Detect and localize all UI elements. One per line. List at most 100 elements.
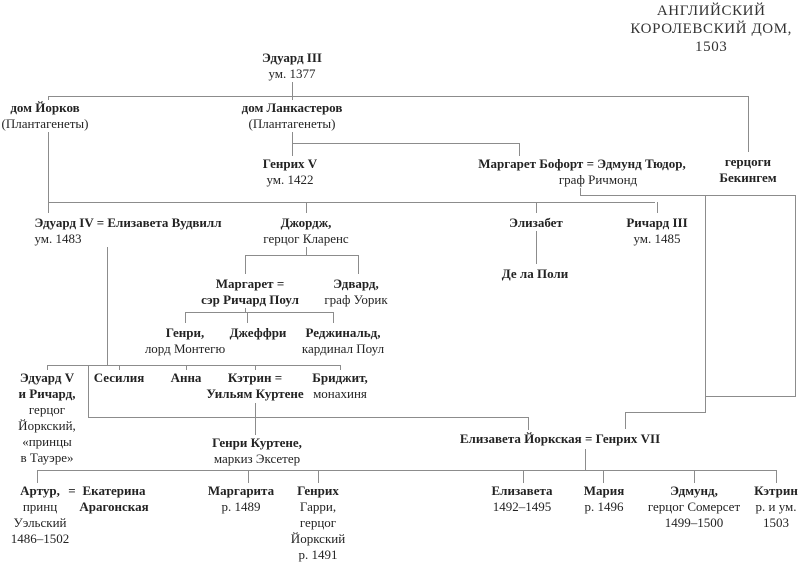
node-house-of-york-text: дом Йорков	[10, 100, 80, 115]
node-henry-lord-montagu-text: лорд Монтегю	[144, 341, 226, 356]
tree-line	[88, 417, 528, 418]
node-richard-iii-text: ум. 1485	[633, 231, 681, 246]
chart-title: АНГЛИЙСКИЙ КОРОЛЕВСКИЙ ДОМ, 1503	[630, 2, 792, 56]
node-dukes-of-buckingham-text: Бекингем	[719, 170, 777, 185]
node-katherine-child-text: р. и ум.	[755, 499, 797, 514]
node-arthur-prince-of-wales-text: Артур,	[20, 483, 60, 498]
tree-line	[255, 365, 256, 371]
node-margarita-text: Маргарита	[207, 483, 275, 498]
tree-line	[37, 470, 776, 471]
node-henry-courtenay-text: маркиз Эксетер	[213, 451, 301, 466]
node-bridget-nun-text: монахиня	[313, 386, 367, 401]
tree-line	[107, 230, 108, 366]
node-de-la-poles: Де ла Поли	[498, 266, 572, 282]
tree-line	[48, 202, 655, 203]
node-henry-harry-duke-of-york-text: герцог	[299, 515, 337, 530]
tree-line	[186, 365, 187, 371]
node-henry-harry-duke-of-york-text: Гарри,	[299, 499, 337, 514]
node-anna: Анна	[167, 370, 205, 386]
tree-line	[245, 305, 246, 313]
node-katherine-william-courtenay-text: Кэтрин =	[227, 370, 283, 385]
node-edmund-duke-of-somerset-text: Эдмунд,	[670, 483, 718, 498]
node-arthur-prince-of-wales-text: 1486–1502	[10, 531, 70, 546]
node-elizabeth-of-york-henry-vii: Елизавета Йоркская = Генрих VII	[456, 431, 664, 447]
node-equals-sign-arthur: =	[65, 483, 79, 499]
node-george-duke-of-clarence-text: герцог Кларенс	[263, 231, 349, 246]
node-edward-v-and-richard-text: Эдуард V	[19, 370, 75, 385]
node-george-duke-of-clarence: Джордж,герцог Кларенс	[260, 215, 352, 247]
tree-line	[536, 231, 537, 264]
node-katherine-child-text: 1503	[762, 515, 789, 530]
node-edward-v-and-richard-text: в Тауэре»	[20, 450, 74, 465]
tree-line	[306, 202, 307, 213]
node-edward-earl-of-warwick: Эдвард,граф Уорик	[321, 276, 391, 308]
node-elizabeth-text: Элизабет	[509, 215, 563, 230]
tree-line	[47, 365, 340, 366]
node-maria-text: р. 1496	[584, 499, 624, 514]
tree-line	[358, 255, 359, 274]
tree-line	[245, 255, 358, 256]
node-elizabeth: Элизабет	[506, 215, 566, 231]
node-margaret-richard-pole-text: Маргарет =	[215, 276, 285, 291]
tree-line	[705, 195, 706, 413]
tree-line	[48, 96, 749, 97]
tree-line	[776, 470, 777, 484]
node-house-of-york-text: (Плантагенеты)	[1, 116, 89, 131]
node-margarita-text: р. 1489	[221, 499, 261, 514]
node-elizabeth-of-york-henry-vii-text: Елизавета Йоркская = Генрих VII	[459, 431, 661, 446]
node-henry-courtenay: Генри Куртене,маркиз Эксетер	[209, 435, 305, 467]
tree-line	[625, 412, 626, 429]
tree-line	[292, 132, 293, 143]
node-equals-sign-arthur-text: =	[68, 483, 76, 498]
node-margaret-beaufort-edmund-tudor-text: граф Ричмонд	[558, 172, 638, 187]
node-de-la-poles-text: Де ла Поли	[501, 266, 569, 281]
node-katherine-child-text: Кэтрин	[754, 483, 798, 498]
node-margaret-beaufort-edmund-tudor: Маргарет Бофорт = Эдмунд Тюдор,граф Ричм…	[475, 156, 689, 188]
node-reginald-cardinal-pole-text: Реджинальд,	[305, 325, 381, 340]
node-geoffrey: Джеффри	[226, 325, 290, 341]
node-edward-v-and-richard-text: «принцы	[22, 434, 72, 449]
node-edward-iii-text: Эдуард III	[262, 50, 322, 65]
tree-line	[795, 195, 796, 397]
node-henry-courtenay-text: Генри Куртене,	[212, 435, 302, 450]
tree-line	[333, 312, 334, 323]
tree-line	[185, 312, 333, 313]
node-cecilia: Сесилия	[90, 370, 148, 386]
tree-line	[528, 417, 529, 430]
node-edmund-duke-of-somerset-text: 1499–1500	[664, 515, 724, 530]
node-margaret-beaufort-edmund-tudor-text: Маргарет Бофорт = Эдмунд Тюдор,	[478, 156, 686, 171]
tree-line	[247, 312, 248, 323]
node-katherine-william-courtenay-text: Уильям Куртене	[206, 386, 304, 401]
tree-line	[185, 312, 186, 323]
tree-line	[519, 143, 520, 156]
node-catherine-of-aragon-text: Екатерина	[82, 483, 146, 498]
node-house-of-lancaster-text: дом Ланкастеров	[241, 100, 343, 115]
node-house-of-lancaster-text: (Плантагенеты)	[248, 116, 336, 131]
tree-line	[248, 470, 249, 484]
tree-line	[119, 365, 120, 371]
node-bridget-nun-text: Бриджит,	[312, 370, 368, 385]
node-edward-v-and-richard-text: и Ричард,	[18, 386, 76, 401]
node-edward-iii-text: ум. 1377	[268, 66, 316, 81]
tree-line	[340, 365, 341, 371]
node-edward-v-and-richard-text: герцог	[28, 402, 66, 417]
tree-line	[306, 245, 307, 256]
tree-line	[585, 449, 586, 470]
node-cecilia-text: Сесилия	[93, 370, 145, 385]
tree-line	[255, 403, 256, 435]
node-arthur-prince-of-wales-text: Уэльский	[13, 515, 67, 530]
node-george-duke-of-clarence-text: Джордж,	[280, 215, 332, 230]
tree-line	[245, 255, 246, 274]
node-reginald-cardinal-pole-text: кардинал Поул	[301, 341, 385, 356]
node-elizaveta-child-text: 1492–1495	[492, 499, 552, 514]
